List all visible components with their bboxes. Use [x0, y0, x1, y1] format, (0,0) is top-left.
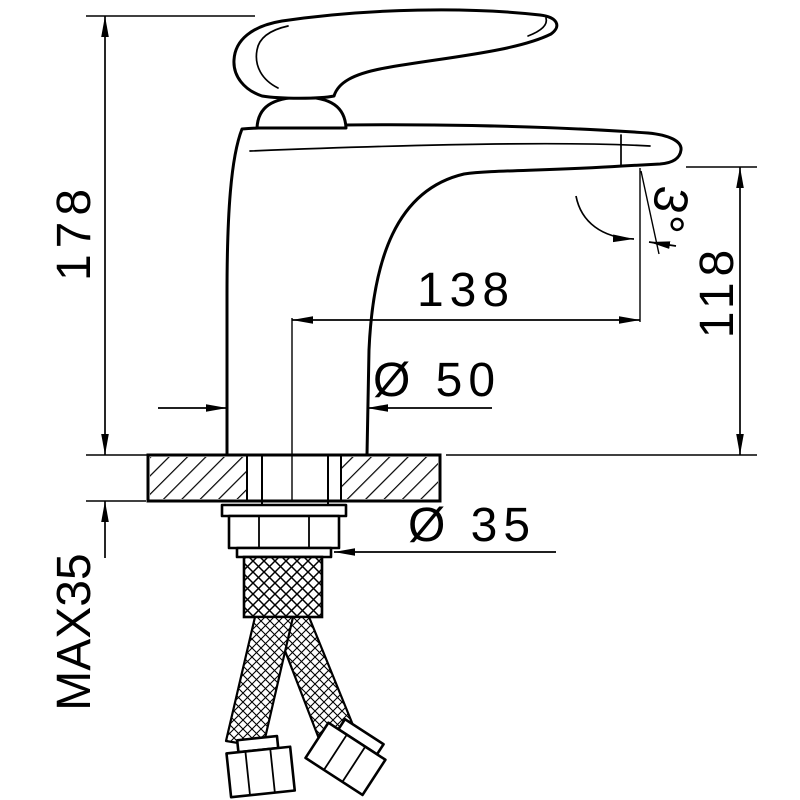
- nut-hex-body: [227, 514, 341, 550]
- fitting-facet-line: [341, 746, 367, 783]
- dim-label-178: 178: [48, 183, 101, 281]
- countertop-hatch-right: [341, 457, 438, 499]
- dimensions: 178 138 118 3° Ø 50: [48, 15, 757, 711]
- nut-washer: [235, 546, 333, 559]
- spout-surface-line: [249, 142, 651, 152]
- angle-leader-arc: [575, 195, 635, 243]
- dim-label-118: 118: [691, 244, 744, 339]
- fitting-hex: [225, 745, 297, 799]
- dim-shank-diameter: Ø 35: [334, 499, 556, 556]
- lever-detail-line: [255, 25, 289, 89]
- dim-outlet-angle: 3°: [575, 170, 698, 255]
- lever-tip-detail-line: [527, 17, 548, 37]
- fitting-facet-line: [323, 734, 348, 771]
- dim-label-max35: MAX35: [48, 553, 101, 710]
- nut-flange: [220, 503, 348, 518]
- dim-label-d50: Ø 50: [373, 354, 501, 407]
- dim-label-d35: Ø 35: [408, 499, 536, 552]
- dim-outlet-height: 118: [446, 166, 757, 456]
- dim-max-deck-thickness: MAX35: [48, 500, 146, 711]
- dim-overall-height: 178: [48, 15, 255, 456]
- fitting-hex: [304, 721, 387, 797]
- dim-base-diameter: Ø 50: [158, 354, 501, 412]
- faucet-body-and-spout: [225, 123, 683, 457]
- dim-spout-reach: 138: [291, 168, 641, 500]
- hose-fitting-left: [225, 734, 297, 799]
- countertop-hatch-left: [150, 457, 247, 499]
- hose-left: [224, 615, 295, 749]
- mounting-nut: [220, 503, 348, 559]
- handle-cap: [255, 95, 348, 130]
- threaded-shank: [242, 555, 324, 619]
- dim-label-138: 138: [417, 264, 515, 317]
- fitting-facet-line: [244, 751, 251, 796]
- countertop: [146, 453, 442, 505]
- handle-lever: [232, 8, 559, 100]
- faucet-figure: [225, 8, 683, 457]
- fitting-facet-line: [269, 748, 276, 793]
- hose-fitting-right: [304, 717, 387, 797]
- angle-arrow-right: [648, 241, 677, 249]
- angle-reference-line: [640, 170, 660, 255]
- dim-label-3deg: 3°: [638, 182, 698, 236]
